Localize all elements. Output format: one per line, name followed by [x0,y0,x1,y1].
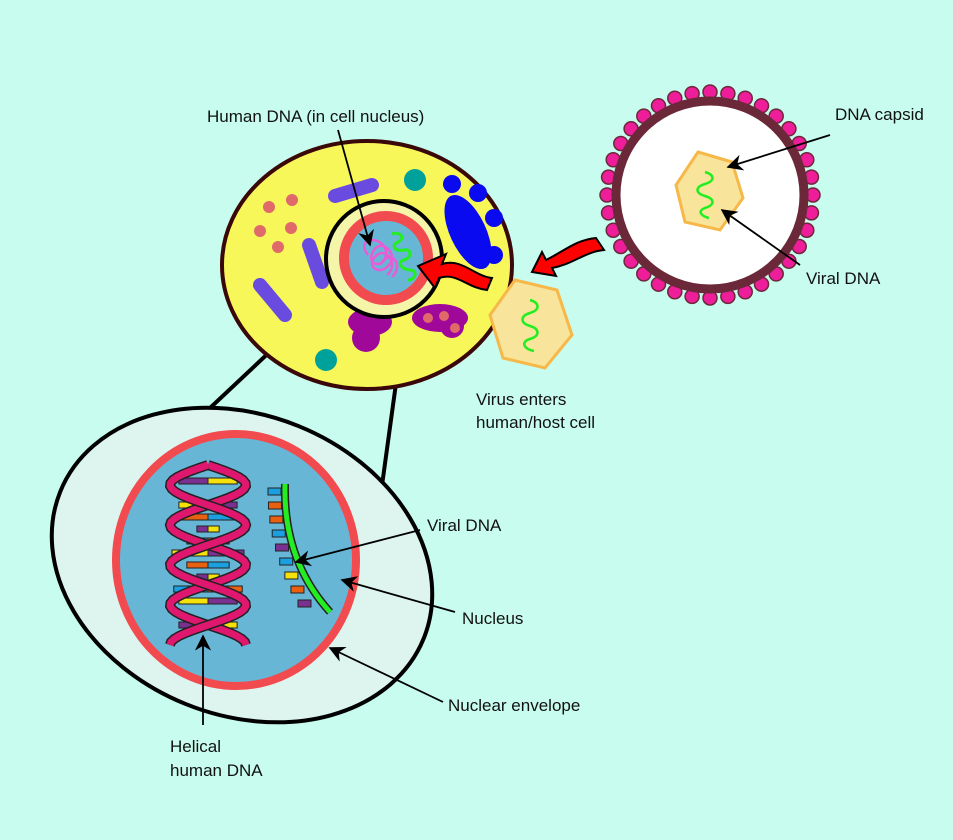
viral-base [290,585,305,594]
human-dna-tangle [363,238,399,278]
cell-nucleus [324,199,444,319]
label-virus-enters: Virus enters [476,390,566,409]
label-human-dna: Human DNA (in cell nucleus) [207,107,424,126]
entering-virus [488,278,574,370]
viral-dna [696,170,714,220]
label-helical: Helical [170,737,221,756]
viral-dna-in-nucleus [391,231,417,282]
label-nuclear-envelope: Nuclear envelope [448,696,580,715]
base-pair [186,561,209,569]
entry-arrow-icon [416,252,494,292]
viral-dna-bases [267,487,312,608]
viral-base [275,543,289,552]
viral-base [267,501,282,510]
label-viral-dna-nucleus: Viral DNA [427,516,502,535]
label-viral-dna-virus: Viral DNA [806,269,881,288]
viral-base [269,515,284,524]
vesicle [404,169,426,191]
label-nucleus: Nucleus [462,609,523,628]
label-dna-capsid: DNA capsid [835,105,924,124]
golgi-apparatus [443,175,503,270]
viral-base [267,487,282,496]
viral-base [284,571,299,580]
viral-base [271,529,286,538]
viral-base [279,557,294,566]
mitochondria [253,178,379,322]
helix-strand [166,461,250,647]
ribosomes [254,194,298,253]
zoomed-cell-region [49,405,435,725]
pointer-arrows [194,129,831,725]
base-pair [207,525,220,533]
viral-base [297,599,312,608]
vesicle [315,349,337,371]
label-helical-2: human DNA [170,761,263,780]
base-pair [207,561,230,569]
label-virus-enters-2: human/host cell [476,413,595,432]
virus-movement-arrow-icon [530,236,606,278]
helical-human-dna [164,460,252,647]
host-cell [220,139,514,391]
helix-strand [166,461,250,647]
base-pair [196,525,209,533]
